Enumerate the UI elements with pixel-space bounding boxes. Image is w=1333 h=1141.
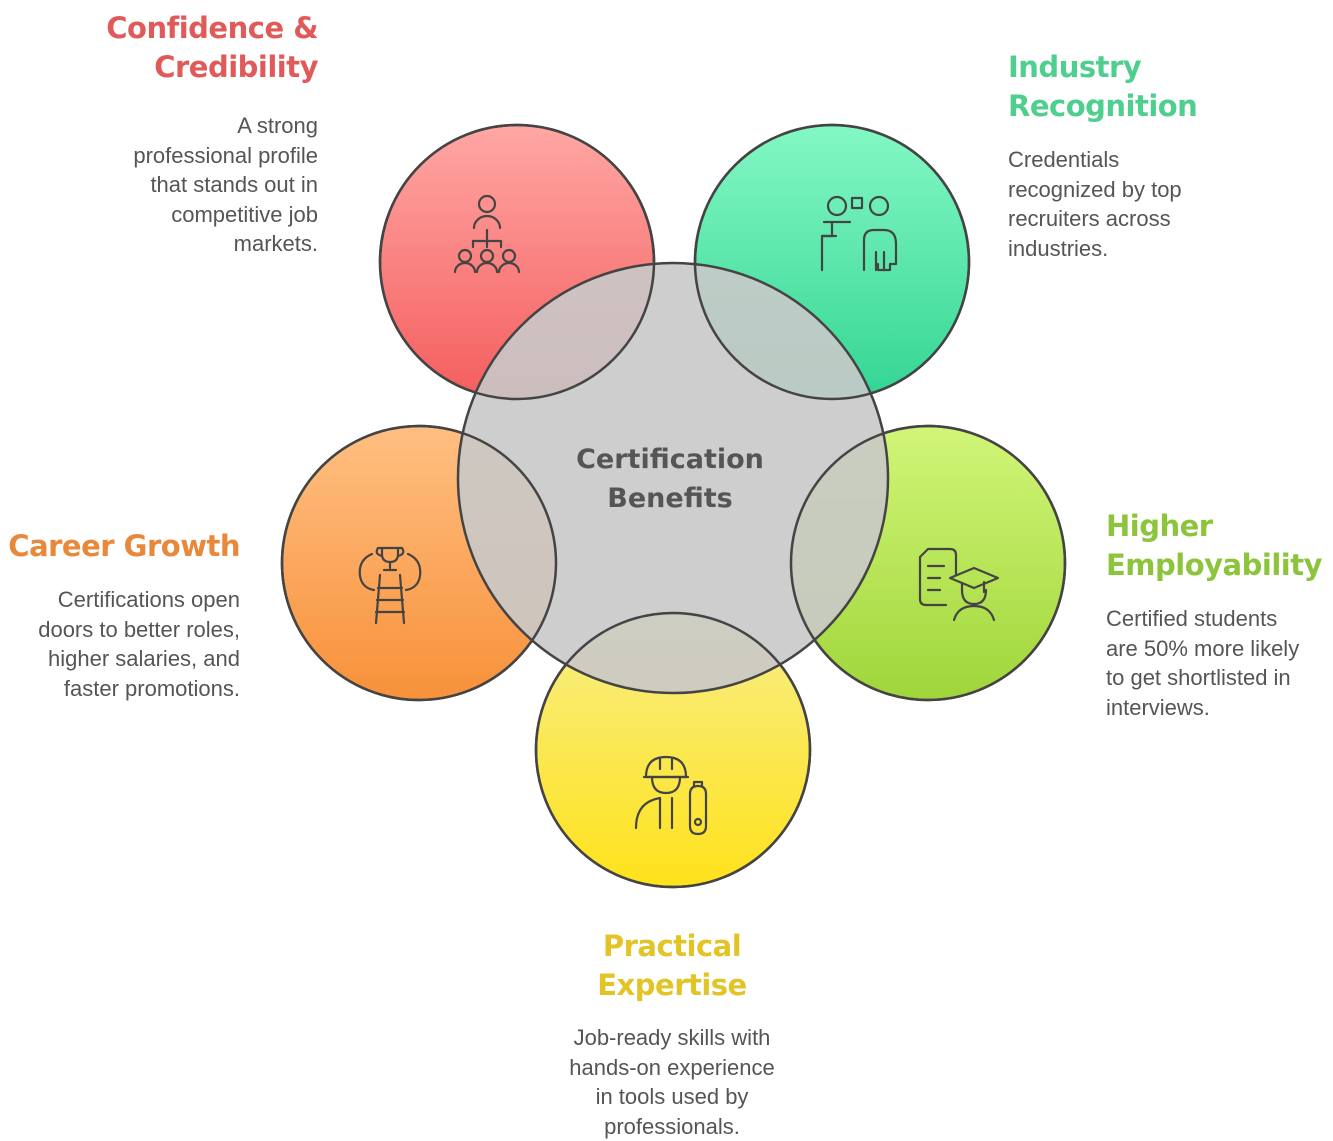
employability-title: Higher Employability — [1106, 509, 1322, 582]
career-title: Career Growth — [8, 529, 240, 563]
center-title-line2: Benefits — [607, 483, 732, 514]
center-circle — [456, 261, 890, 695]
industry-title: Industry Recognition — [1008, 50, 1198, 123]
confidence-title: Confidence & Credibility — [106, 11, 318, 84]
confidence-description: A strong professional profile that stand… — [133, 113, 318, 256]
ladder-trophy-icon — [358, 546, 422, 625]
center-title-line1: Certification — [576, 444, 764, 475]
expertise-title: Practical Expertise — [597, 929, 747, 1002]
presenter-icon — [820, 195, 898, 272]
overlap-outlines — [280, 123, 1067, 889]
graduate-document-icon — [918, 547, 1000, 622]
career-description: Certifications open doors to better role… — [38, 587, 240, 701]
employability-description: Certified students are 50% more likely t… — [1106, 606, 1300, 720]
expertise-description: Job-ready skills with hands-on experienc… — [569, 1025, 775, 1139]
worker-wrench-icon — [634, 755, 708, 836]
group-leader-icon — [453, 194, 521, 274]
industry-description: Credentials recognized by top recruiters… — [1008, 147, 1182, 261]
